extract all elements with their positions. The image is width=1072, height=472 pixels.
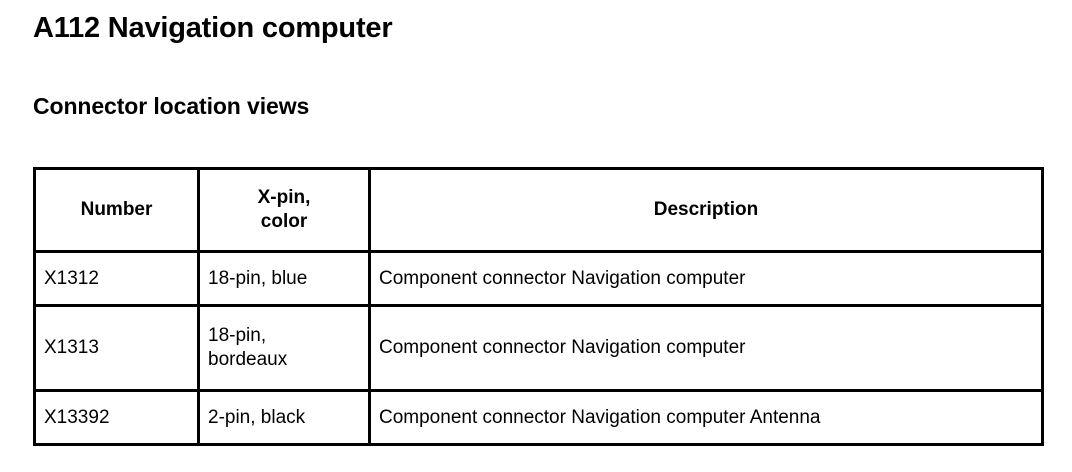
- table-row: X1313 18-pin, bordeaux Component connect…: [33, 304, 1044, 392]
- page-title: A112 Navigation computer: [33, 12, 393, 44]
- column-header-number: Number: [33, 167, 200, 253]
- cell-xpin-color: 18-pin, blue: [197, 250, 371, 307]
- table-row: X1312 18-pin, blue Component connector N…: [33, 250, 1044, 307]
- table-header-row: Number X-pin, color Description: [33, 167, 1044, 253]
- connector-table: Number X-pin, color Description X1312 18…: [33, 167, 1044, 446]
- table-body: X1312 18-pin, blue Component connector N…: [33, 250, 1044, 446]
- cell-number: X1313: [33, 304, 200, 392]
- cell-description: Component connector Navigation computer: [368, 250, 1044, 307]
- column-header-xpin-color: X-pin, color: [197, 167, 371, 253]
- table-row: X13392 2-pin, black Component connector …: [33, 389, 1044, 446]
- cell-xpin-color: 18-pin, bordeaux: [197, 304, 371, 392]
- cell-number: X13392: [33, 389, 200, 446]
- table-header: Number X-pin, color Description: [33, 167, 1044, 253]
- cell-xpin-color: 2-pin, black: [197, 389, 371, 446]
- cell-description: Component connector Navigation computer: [368, 304, 1044, 392]
- section-heading: Connector location views: [33, 93, 310, 119]
- column-header-description: Description: [368, 167, 1044, 253]
- cell-description: Component connector Navigation computer …: [368, 389, 1044, 446]
- cell-number: X1312: [33, 250, 200, 307]
